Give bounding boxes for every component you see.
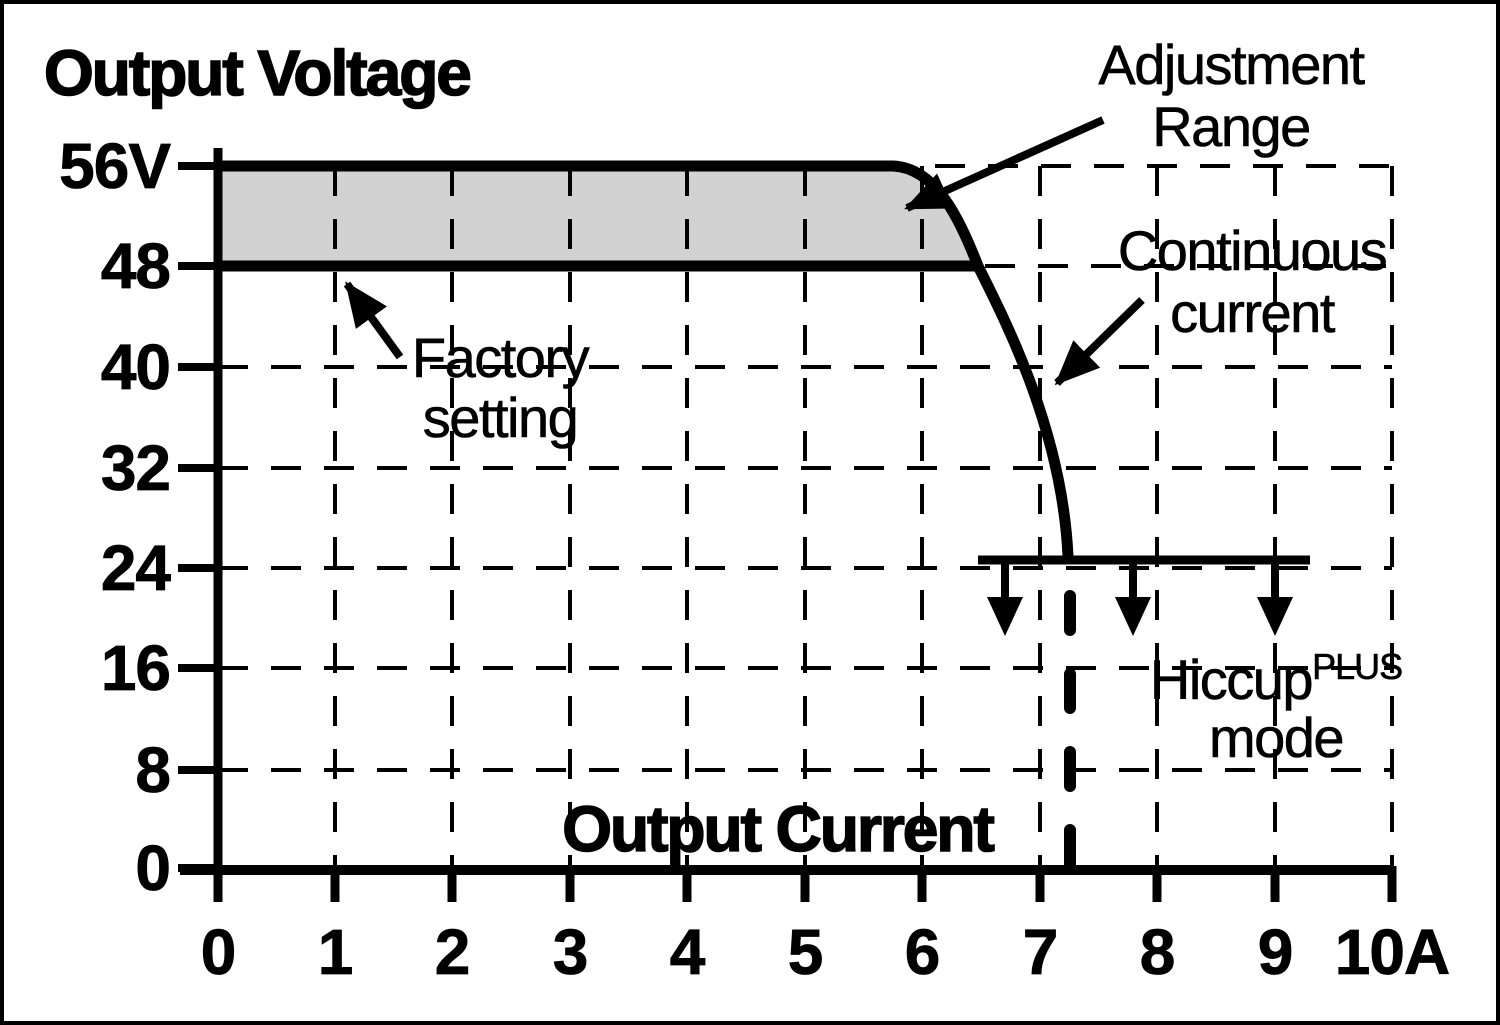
x-tick-label-10A: 10A	[1334, 916, 1450, 988]
y-tick-label-16: 16	[100, 632, 171, 704]
adjustment-range-label: Adjustment Range	[1098, 33, 1365, 158]
x-tick-label-2: 2	[434, 916, 470, 988]
x-axis-title: Output Current	[561, 792, 995, 866]
continuous-current-label: Continuous current	[1117, 219, 1388, 344]
x-tick-label-5: 5	[787, 916, 823, 988]
gridlines	[218, 164, 1394, 868]
factory-setting-label: Factory setting	[411, 326, 590, 449]
factory-setting-arrow	[343, 281, 404, 360]
adjustment-band	[218, 166, 978, 266]
hiccup-group	[978, 555, 1310, 874]
y-tick-label-8: 8	[135, 734, 171, 806]
y-tick-label-40: 40	[100, 331, 171, 403]
adjustment-range-arrow	[904, 116, 1105, 212]
x-tick-label-3: 3	[552, 916, 588, 988]
x-tick-label-4: 4	[669, 916, 705, 988]
y-tick-label-24: 24	[100, 532, 171, 604]
hiccup-plus-superscript: PLUS	[1312, 646, 1404, 688]
hiccup-mode-label: HiccupPLUS mode	[1149, 646, 1404, 769]
x-tick-label-6: 6	[904, 916, 940, 988]
y-tick-label-32: 32	[100, 432, 171, 504]
y-axis-title: Output Voltage	[43, 36, 472, 110]
y-tick-label-0: 0	[135, 832, 171, 904]
x-axis-ticks	[213, 866, 1397, 902]
x-tick-label-8: 8	[1139, 916, 1175, 988]
x-tick-label-1: 1	[317, 916, 353, 988]
x-tick-label-7: 7	[1022, 916, 1058, 988]
continuous-current-arrow	[1054, 297, 1145, 386]
y-tick-label-56: 56V	[59, 130, 172, 202]
x-tick-label-9: 9	[1257, 916, 1293, 988]
y-axis-ticks	[178, 162, 218, 872]
y-tick-label-48: 48	[100, 230, 171, 302]
x-tick-label-0: 0	[200, 916, 236, 988]
leader-arrows	[343, 116, 1145, 386]
hiccup-down-arrows	[987, 560, 1293, 636]
